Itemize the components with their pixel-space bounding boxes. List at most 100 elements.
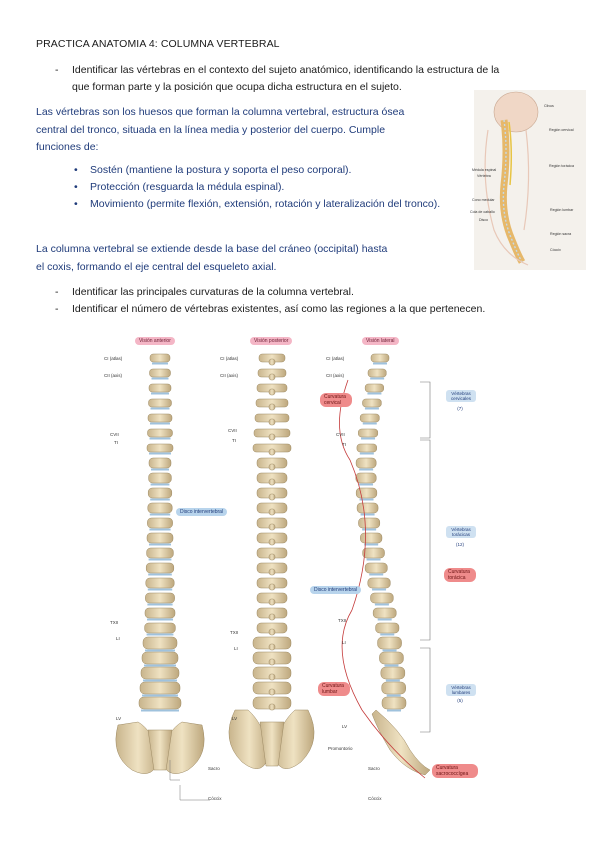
extent-line-1: La columna vertebral se extiende desde l… (36, 243, 388, 255)
intervertebral-disc (149, 528, 171, 531)
sagittal-spine-figure: Clivus Región cervical Médula espinal Vé… (470, 90, 586, 270)
label-ti-posterior: TI (232, 438, 236, 443)
intervertebral-disc (387, 709, 401, 712)
objective-1: - Identificar las vértebras en el contex… (55, 62, 555, 96)
vertebra-lateral (355, 457, 377, 469)
spinous-process (268, 523, 276, 531)
label-cii-lateral: CII (axis) (326, 373, 344, 378)
small-label: Disco (479, 218, 488, 222)
spinous-process (268, 703, 276, 711)
intervertebral-disc (377, 618, 392, 621)
function-item-protection: Protección (resguarda la médula espinal)… (72, 179, 452, 196)
intervertebral-disc (369, 573, 384, 576)
view-anterior-label: Visión anterior (135, 337, 175, 345)
vertebra-anterior (139, 681, 181, 695)
vertebra-anterior (146, 443, 174, 453)
vertebra-lateral (358, 428, 379, 438)
label-cvii-lateral: CVII (336, 432, 345, 437)
small-label: Cono medular (472, 198, 495, 202)
label-sacro-center: Sacro (208, 766, 220, 771)
label-txii-posterior: TXII (230, 630, 239, 635)
intervertebral-disc (151, 468, 169, 471)
vertebra-lateral (367, 577, 391, 589)
vertebra-anterior (140, 666, 180, 680)
small-label: Vértebra (477, 174, 491, 178)
label-ci-posterior: CI (atlas) (220, 356, 239, 361)
intervertebral-disc (146, 633, 174, 636)
intro-line-3: funciones de: (36, 141, 99, 153)
intervertebral-disc (359, 498, 374, 501)
intervertebral-disc (147, 618, 173, 621)
spinous-process (268, 358, 276, 366)
vertebra-lateral (379, 651, 404, 665)
vertebra-anterior (149, 368, 171, 378)
spinous-process (268, 478, 276, 486)
label-lv-posterior: LV (232, 716, 238, 721)
spinous-process (268, 403, 276, 411)
intervertebral-disc (374, 603, 389, 606)
label-coccix-lateral: Cóccix (368, 796, 382, 801)
dash-bullet: - (55, 303, 59, 315)
label-ci-lateral: CI (atlas) (326, 356, 345, 361)
vertebra-lateral (367, 368, 387, 378)
intervertebral-disc (364, 543, 379, 546)
page-title: PRACTICA ANATOMIA 4: COLUMNA VERTEBRAL (36, 38, 280, 50)
label-txii-anterior: TXII (110, 620, 119, 625)
intervertebral-disc (143, 679, 177, 682)
intervertebral-disc (150, 483, 170, 486)
intervertebral-disc (149, 543, 171, 546)
view-lateral-label: Visión lateral (362, 337, 399, 345)
vertebra-anterior (144, 622, 176, 634)
objective-2: - Identificar las principales curvaturas… (55, 284, 555, 301)
vertebra-lateral (355, 472, 377, 484)
view-posterior-label: Visión posterior (250, 337, 293, 345)
label-thoracic-vertebrae: Vértebras torácicas (446, 526, 476, 538)
vertebra-lateral (358, 517, 381, 529)
intervertebral-disc (385, 679, 400, 682)
label-curvature-cervical: Curvatura cervical (320, 393, 352, 407)
label-thoracic-count: (12) (455, 542, 464, 547)
vertebra-anterior (148, 383, 172, 393)
intervertebral-disc (150, 422, 170, 425)
label-txii-lateral: TXII (338, 618, 347, 623)
intervertebral-disc (151, 392, 169, 395)
intervertebral-disc (151, 377, 169, 380)
vertebra-lateral (372, 607, 397, 619)
small-label: Región lumbar (550, 208, 574, 212)
vertebra-anterior (145, 592, 175, 604)
label-ti-lateral: TI (342, 442, 346, 447)
lateral-column (355, 353, 407, 712)
intervertebral-disc (362, 422, 377, 425)
small-label: Región cervical (549, 128, 574, 132)
intervertebral-disc (149, 513, 171, 516)
intro-line-1: Las vértebras son los huesos que forman … (36, 106, 405, 118)
spinous-process (268, 658, 276, 666)
vertebra-lateral (355, 487, 378, 499)
small-label: Cola de caballo (470, 210, 495, 214)
spinous-process (268, 448, 276, 456)
intervertebral-disc (150, 407, 170, 410)
spine-drawings (115, 353, 431, 801)
function-item-movement: Movimiento (permite flexión, extensión, … (72, 196, 452, 213)
intervertebral-disc (148, 558, 172, 561)
posterior-column (252, 353, 292, 711)
vertebra-lateral (364, 562, 388, 574)
vertebra-lateral (370, 592, 394, 604)
intervertebral-disc (372, 588, 387, 591)
small-label: Región sacra (550, 232, 572, 236)
vertebra-lateral (377, 636, 402, 650)
intervertebral-disc (361, 437, 376, 440)
sagittal-spine-drawing (484, 91, 539, 266)
vertebra-lateral (360, 532, 383, 544)
label-lumbar-vertebrae: Vértebras lumbares (446, 684, 476, 696)
vertebra-anterior (144, 607, 176, 619)
label-cervical-vertebrae: Vértebras cervicales (446, 390, 476, 402)
vertebra-anterior (145, 562, 175, 574)
vertebra-anterior (147, 428, 173, 438)
intervertebral-disc (147, 588, 173, 591)
vertebra-lateral (356, 502, 379, 514)
intro-paragraph: Las vértebras son los huesos que forman … (36, 104, 456, 157)
objective-1-line-2: que forman parte y la posición que ocupa… (72, 81, 402, 93)
label-cervical-count: (7) (457, 406, 463, 411)
spinous-process (268, 463, 276, 471)
